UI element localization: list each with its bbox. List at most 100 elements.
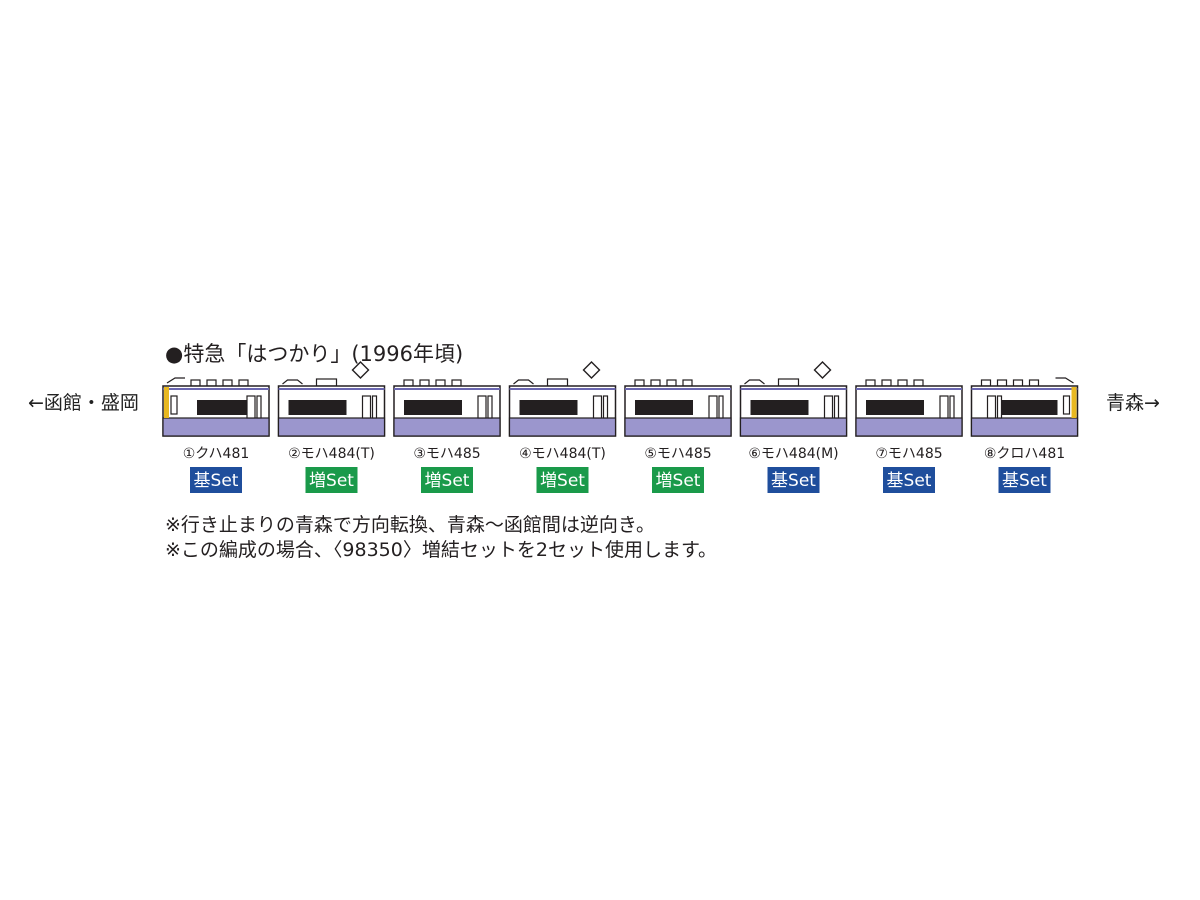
pantograph-icon [351, 361, 370, 379]
car-label: ⑧クロハ481 [984, 446, 1065, 462]
roof-vent [190, 379, 201, 387]
set-badge-label: 増Set [309, 471, 354, 491]
cab-window [1062, 395, 1071, 415]
train-car [508, 361, 617, 437]
train-car [393, 379, 501, 437]
window-band [519, 400, 578, 415]
door-window [949, 395, 955, 419]
roof-vent [222, 379, 233, 387]
train-car [970, 377, 1079, 437]
roof-vent [682, 379, 693, 387]
cab-accent [164, 387, 169, 418]
roof-equipment [546, 378, 569, 387]
car-lower-band [624, 417, 732, 437]
door [592, 395, 603, 419]
set-badge [998, 467, 1051, 493]
roof-vent [513, 379, 534, 385]
headlight [166, 377, 185, 384]
set-badge-label: 基Set [887, 471, 932, 491]
door [986, 395, 997, 419]
direction-right-label: 青森→ [1106, 392, 1160, 414]
cab-accent [1071, 387, 1077, 418]
set-badge-label: 増Set [656, 471, 701, 491]
direction-left-label: ←函館・盛岡 [28, 392, 139, 414]
car-label: ③モハ485 [413, 446, 480, 462]
car-label: ⑥モハ484(M) [748, 446, 838, 462]
roof-vent [419, 379, 430, 387]
roof-vent [980, 379, 992, 387]
set-badge [305, 467, 358, 493]
door-window [487, 395, 493, 419]
car-lower-band [277, 417, 386, 437]
car-label: ①クハ481 [183, 446, 250, 462]
door-window [602, 395, 609, 419]
car-label: ⑦モハ485 [875, 446, 942, 462]
train-car [624, 379, 732, 437]
roof-vent [996, 379, 1008, 387]
door-window [996, 395, 1003, 419]
window-band [635, 400, 693, 415]
note-line-1: ※行き止まりの青森で方向転換、青森〜函館間は逆向き。 [165, 514, 655, 536]
roof-vent [897, 379, 908, 387]
roof-equipment [777, 378, 800, 387]
car-lower-band [970, 417, 1079, 437]
door [939, 395, 949, 419]
pantograph-icon [813, 361, 832, 379]
roof-vent [451, 379, 462, 387]
set-badge [767, 467, 820, 493]
window-band [404, 400, 462, 415]
roof-vent [744, 379, 765, 385]
roof-vent [403, 379, 414, 387]
door-window [371, 395, 378, 419]
roof-vent [650, 379, 661, 387]
door [708, 395, 718, 419]
train-car [277, 361, 386, 437]
pantograph-icon [582, 361, 601, 379]
set-badge-label: 増Set [540, 471, 585, 491]
set-badge [190, 467, 242, 493]
set-badge-label: 増Set [425, 471, 470, 491]
roof-vent [206, 379, 217, 387]
note-line-2: ※この編成の場合、〈98350〉増結セットを2セット使用します。 [165, 539, 718, 561]
roof-vent [1028, 379, 1040, 387]
roof-vent [865, 379, 876, 387]
roof-vent [435, 379, 446, 387]
door-window [718, 395, 724, 419]
window-band [288, 400, 347, 415]
car-lower-band [162, 417, 270, 437]
window-band [750, 400, 809, 415]
car-lower-band [393, 417, 501, 437]
car-lower-band [508, 417, 617, 437]
car-label: ②モハ484(T) [288, 446, 375, 462]
car-lower-band [739, 417, 848, 437]
set-badge [883, 467, 935, 493]
door [823, 395, 834, 419]
window-band [866, 400, 924, 415]
roof-vent [238, 379, 249, 387]
car-label: ④モハ484(T) [519, 446, 606, 462]
train-car [162, 377, 270, 437]
door-window [833, 395, 840, 419]
set-badge-label: 基Set [1002, 471, 1047, 491]
window-band [197, 400, 255, 415]
car-label: ⑤モハ485 [644, 446, 711, 462]
set-badge [536, 467, 589, 493]
roof-vent [913, 379, 924, 387]
car-lower-band [855, 417, 963, 437]
formation-title: ●特急「はつかり」(1996年頃) [165, 342, 464, 366]
roof-vent [282, 379, 303, 385]
door-window [256, 395, 262, 419]
cab-window [170, 395, 178, 415]
roof-equipment [315, 378, 338, 387]
door [246, 395, 256, 419]
train-car [855, 379, 963, 437]
door [477, 395, 487, 419]
set-badge [652, 467, 704, 493]
train-car [739, 361, 848, 437]
window-band [999, 400, 1058, 415]
set-badge-label: 基Set [771, 471, 816, 491]
door [361, 395, 372, 419]
roof-vent [881, 379, 892, 387]
